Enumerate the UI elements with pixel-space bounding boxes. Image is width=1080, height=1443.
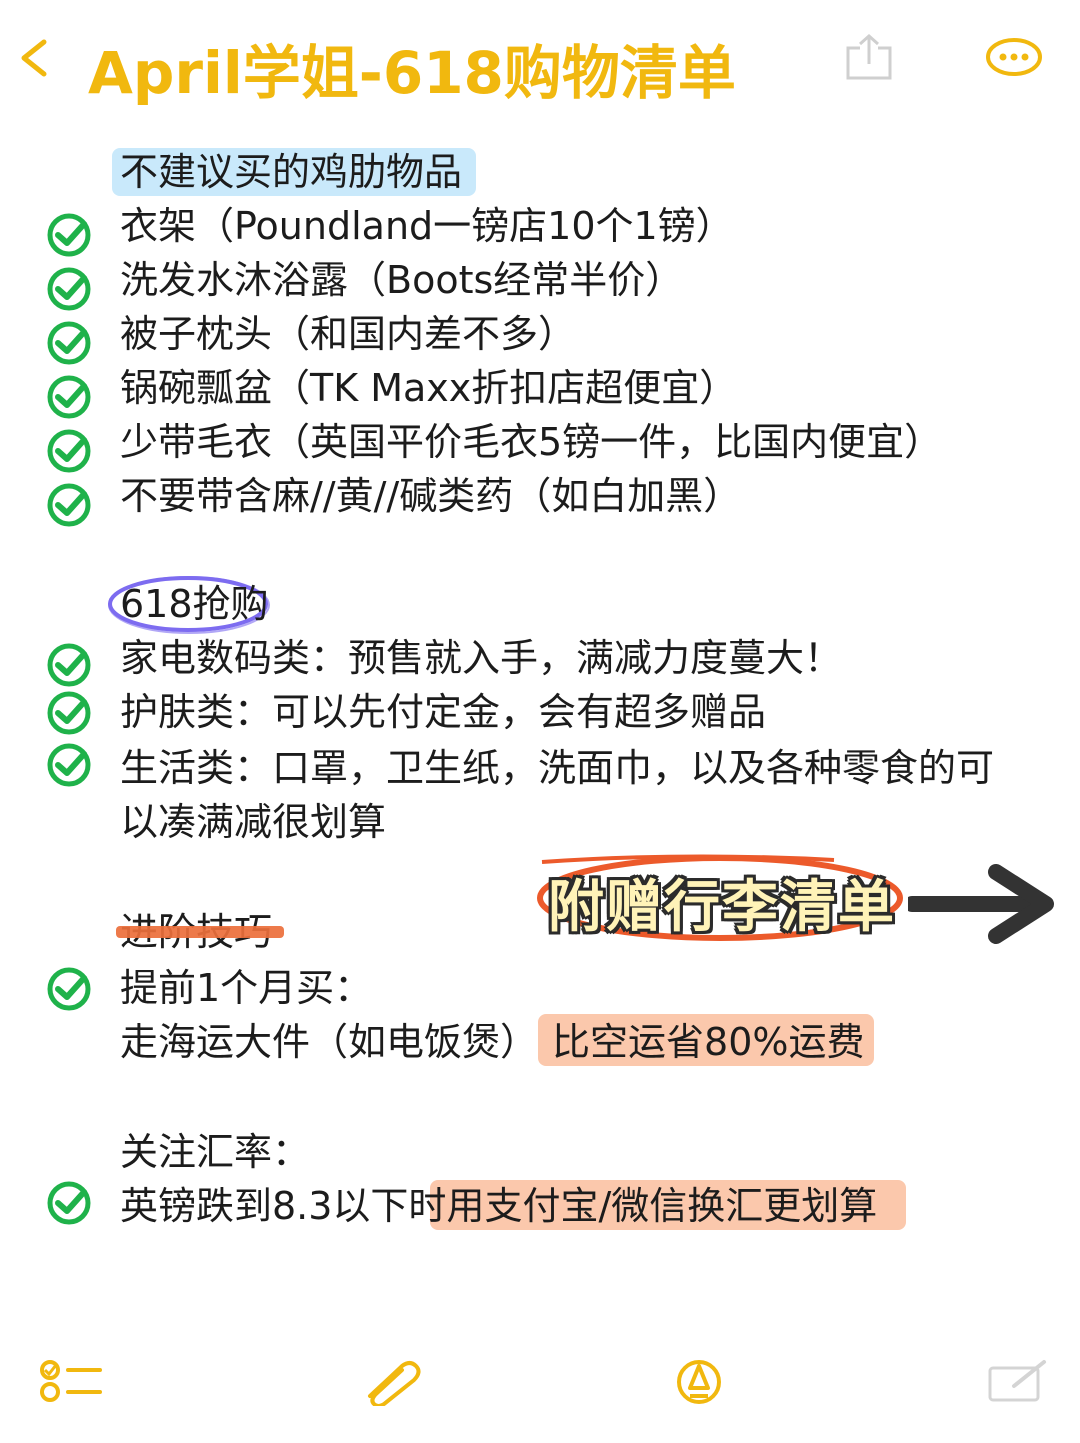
sub-title-exchange-rate: 关注汇率： xyxy=(120,1130,311,1174)
check-circle-icon[interactable] xyxy=(46,690,92,736)
detail-text: 走海运大件（如电饭煲） xyxy=(120,1020,539,1064)
list-item: 家电数码类：预售就入手，满减力度蔓大！ xyxy=(120,636,843,680)
check-circle-icon[interactable] xyxy=(46,742,92,788)
section-title-618: 618抢购 xyxy=(120,582,269,626)
list-item-continuation: 以凑满减很划算 xyxy=(120,800,387,844)
check-circle-icon[interactable] xyxy=(46,1180,92,1226)
check-circle-icon[interactable] xyxy=(46,966,92,1012)
circle-annotation xyxy=(108,576,270,634)
check-circle-icon[interactable] xyxy=(46,212,92,258)
list-item: 护肤类：可以先付定金，会有超多赠品 xyxy=(120,690,767,734)
note-title: April学姐-618购物清单 xyxy=(88,39,736,107)
check-circle-icon[interactable] xyxy=(46,428,92,474)
list-item: 少带毛衣（英国平价毛衣5镑一件，比国内便宜） xyxy=(120,420,943,464)
list-item: 洗发水沐浴露（Boots经常半价） xyxy=(120,258,684,302)
list-item-detail: 走海运大件（如电饭煲） 比空运省80%运费 xyxy=(120,1016,864,1068)
strikethrough-mark xyxy=(116,926,284,938)
chevron-left-icon[interactable] xyxy=(14,36,54,80)
top-bar: April学姐-618购物清单 xyxy=(0,0,1080,130)
check-circle-icon[interactable] xyxy=(46,320,92,366)
bottom-toolbar xyxy=(0,1340,1080,1440)
compose-icon[interactable] xyxy=(984,1358,1054,1406)
check-circle-icon[interactable] xyxy=(46,482,92,528)
list-item: 锅碗瓢盆（TK Maxx折扣店超便宜） xyxy=(120,366,738,410)
packing-list-badge[interactable]: 附赠行李清单 xyxy=(548,875,896,940)
check-circle-icon[interactable] xyxy=(46,642,92,688)
highlight-blue xyxy=(112,148,476,196)
more-icon[interactable] xyxy=(984,36,1044,78)
list-item: 衣架（Poundland一镑店10个1镑） xyxy=(120,204,734,248)
highlight-orange xyxy=(538,1014,874,1066)
highlighted-text: 用支付宝/微信换汇更划算 xyxy=(446,1184,878,1228)
paperclip-icon[interactable] xyxy=(356,1358,426,1406)
list-item: 生活类：口罩，卫生纸，洗面巾，以及各种零食的可 xyxy=(120,746,995,790)
list-item: 提前1个月买： xyxy=(120,966,373,1010)
highlight-orange xyxy=(430,1180,906,1230)
badge-circle-annotation xyxy=(537,854,903,941)
markup-pen-icon[interactable] xyxy=(664,1358,734,1406)
list-item: 英镑跌到8.3以下时用支付宝/微信换汇更划算 xyxy=(120,1180,877,1232)
list-item: 被子枕头（和国内差不多） xyxy=(120,312,577,356)
item-text: 英镑跌到8.3以下时 xyxy=(120,1184,447,1228)
section-title-not-recommended: 不建议买的鸡肋物品 xyxy=(120,150,463,194)
share-icon[interactable] xyxy=(840,32,898,82)
checklist-icon[interactable] xyxy=(38,1358,108,1406)
list-item: 不要带含麻//黄//碱类药（如白加黑） xyxy=(120,474,742,518)
highlighted-text: 比空运省80%运费 xyxy=(552,1020,865,1064)
arrow-right-icon xyxy=(908,864,1054,944)
check-circle-icon[interactable] xyxy=(46,374,92,420)
check-circle-icon[interactable] xyxy=(46,266,92,312)
